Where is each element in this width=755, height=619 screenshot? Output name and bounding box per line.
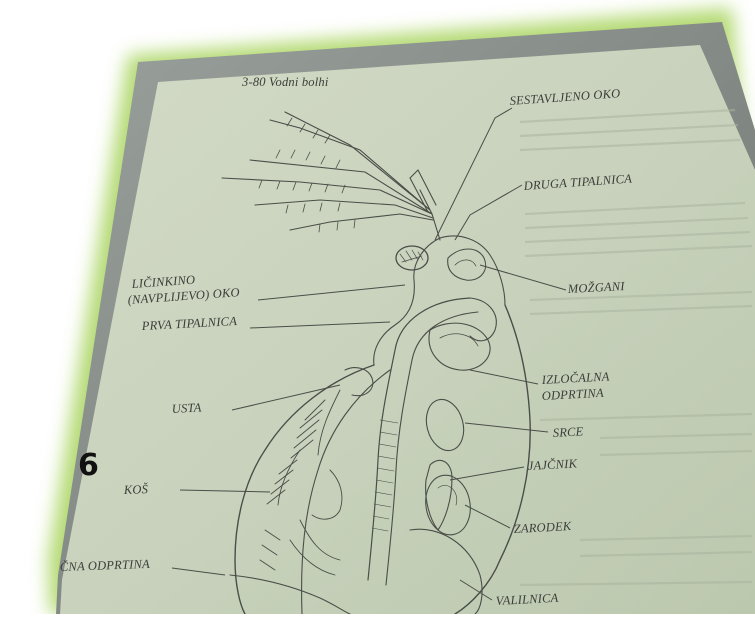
label-srce: SRCE	[552, 424, 584, 440]
label-kos: KOŠ	[123, 482, 149, 497]
slide-number: 6	[78, 448, 99, 483]
page-header-text: 3-80 Vodni bolhi	[241, 75, 329, 89]
label-jajcnik: JAJČNIK	[527, 456, 577, 473]
label-usta: USTA	[171, 400, 202, 416]
